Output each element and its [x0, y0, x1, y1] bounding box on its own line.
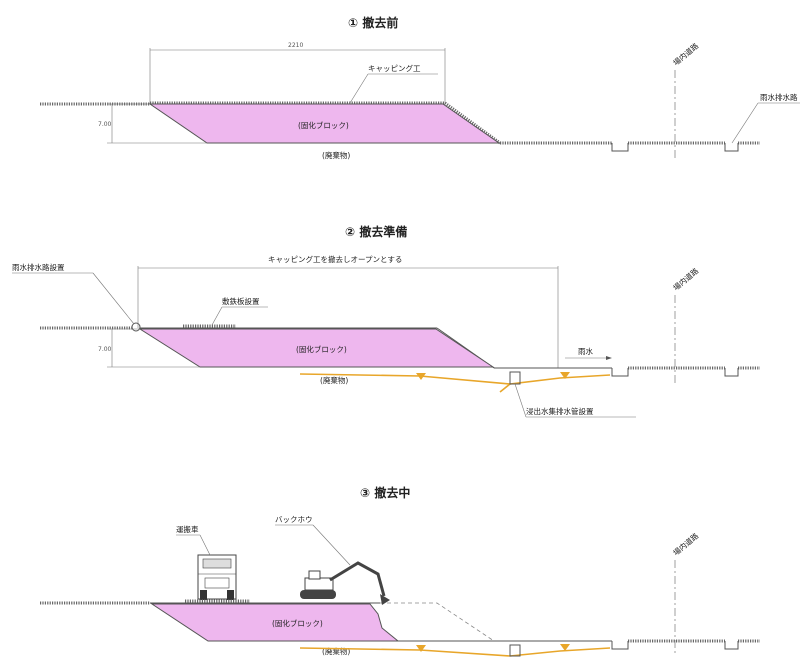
road-label: 場内道路	[671, 265, 701, 292]
solidified-block	[150, 603, 400, 642]
solidified-block	[148, 103, 501, 144]
capping-slope	[444, 101, 501, 145]
panel2-title: ② 撤去準備	[345, 224, 407, 239]
capping-leader	[349, 73, 369, 104]
open-label: キャッピング工を撤去しオープンとする	[268, 254, 402, 264]
waste-label: (廃棄物)	[322, 646, 350, 656]
truck-label: 運搬車	[176, 524, 199, 534]
panel-removal-preparation: ② 撤去準備 キャッピング工を撤去しオープンとする 敷鉄板設置 (固化ブロック)…	[12, 224, 760, 418]
height-dimension-text: 7.00	[98, 121, 112, 128]
backhoe	[300, 561, 390, 605]
side-ditch-left	[611, 641, 629, 650]
drain-label: 雨水排水路	[760, 92, 798, 102]
drain-install-label: 雨水排水路設置	[12, 262, 65, 272]
panel3-title: ③ 撤去中	[360, 485, 410, 500]
rain-drain-pipe	[131, 322, 141, 332]
drain-install-leader	[92, 272, 135, 325]
side-ditch-right	[724, 143, 739, 152]
waste-label: (廃棄物)	[320, 375, 348, 385]
side-ditch-right	[724, 368, 739, 377]
capping-label: キャッピング工	[368, 63, 421, 73]
rain-label: 雨水	[578, 346, 593, 356]
drain-leader	[731, 102, 759, 144]
water-level-mark	[560, 372, 570, 379]
road-label: 場内道路	[671, 530, 701, 557]
collect-leader	[514, 383, 527, 418]
block-label: (固化ブロック)	[272, 618, 323, 628]
side-ditch-left	[611, 368, 629, 377]
collect-label: 浸出水集排水管設置	[526, 406, 594, 416]
plate-leader	[211, 306, 223, 326]
road-label: 場内道路	[671, 40, 701, 67]
side-ditch-left	[611, 143, 629, 152]
panel1-title: ① 撤去前	[348, 15, 398, 30]
side-ditch-right	[724, 641, 739, 650]
block-label: (固化ブロック)	[298, 120, 349, 130]
panel-during-removal: ③ 撤去中 (固化ブロック) (廃棄物) 運搬車	[40, 485, 760, 657]
backhoe-label: バックホウ	[275, 515, 313, 524]
height-dimension-text: 7.00	[98, 346, 112, 353]
waste-label: (廃棄物)	[322, 150, 350, 160]
water-line-tail	[499, 383, 511, 393]
water-level-mark	[560, 644, 570, 651]
width-dimension-text: 2210	[288, 42, 303, 49]
removed-block-outline	[380, 602, 495, 642]
dump-truck	[185, 554, 250, 603]
truck-leader	[199, 534, 211, 556]
block-label: (固化ブロック)	[296, 344, 347, 354]
backhoe-leader	[312, 524, 351, 566]
solidified-block	[138, 328, 495, 368]
water-level-mark	[416, 645, 426, 652]
panel-before-removal: ① 撤去前 2210 (固化ブロック) (廃棄物) 7.00 キャッピング工 場…	[40, 15, 800, 160]
plate-label: 敷鉄板設置	[222, 296, 260, 306]
rain-arrow-head	[606, 356, 612, 360]
collection-pit	[509, 644, 521, 657]
water-level-mark	[416, 373, 426, 380]
